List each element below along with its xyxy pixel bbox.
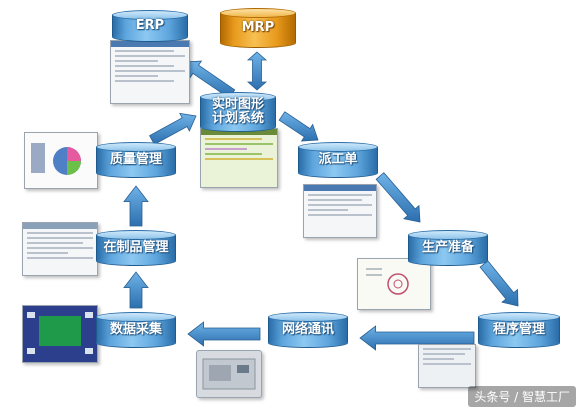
realtime-dispatch-arrow <box>278 111 319 142</box>
mrp-realtime-arrow <box>246 51 268 91</box>
quality-screenshot <box>24 132 98 189</box>
cnc-machine-image <box>196 350 262 398</box>
mrp-node: MRP <box>220 8 296 48</box>
realtime-screenshot <box>200 128 278 188</box>
quality-realtime-arrow <box>149 112 197 145</box>
prep-screenshot <box>357 258 431 310</box>
network-collect-arrow <box>187 321 261 347</box>
collect-wip-arrow <box>123 271 149 309</box>
program-node: 程序管理 <box>478 312 560 348</box>
realtime-plan-node: 实时图形 计划系统 <box>200 92 276 132</box>
wip-node: 在制品管理 <box>96 230 176 266</box>
dispatch-node: 派工单 <box>298 142 378 178</box>
network-node: 网络通讯 <box>268 312 348 348</box>
quality-node: 质量管理 <box>96 142 176 178</box>
monitor-panel-icon <box>27 312 93 354</box>
collect-node: 数据采集 <box>96 312 176 348</box>
wip-quality-arrow <box>123 185 149 227</box>
dispatch-prep-arrow <box>375 172 421 223</box>
prep-program-arrow <box>479 260 519 307</box>
erp-node: ERP <box>112 10 188 42</box>
wip-screenshot <box>22 222 98 276</box>
dispatch-screenshot <box>303 184 377 238</box>
machine-icon <box>202 358 256 390</box>
collect-screenshot <box>22 305 98 363</box>
pie-chart-icon <box>31 143 81 175</box>
prep-node: 生产准备 <box>408 230 488 266</box>
part-drawing-icon <box>366 268 409 295</box>
erp-screenshot <box>110 40 190 104</box>
watermark: 头条号 / 智慧工厂 <box>468 386 576 407</box>
program-screenshot <box>418 344 476 388</box>
